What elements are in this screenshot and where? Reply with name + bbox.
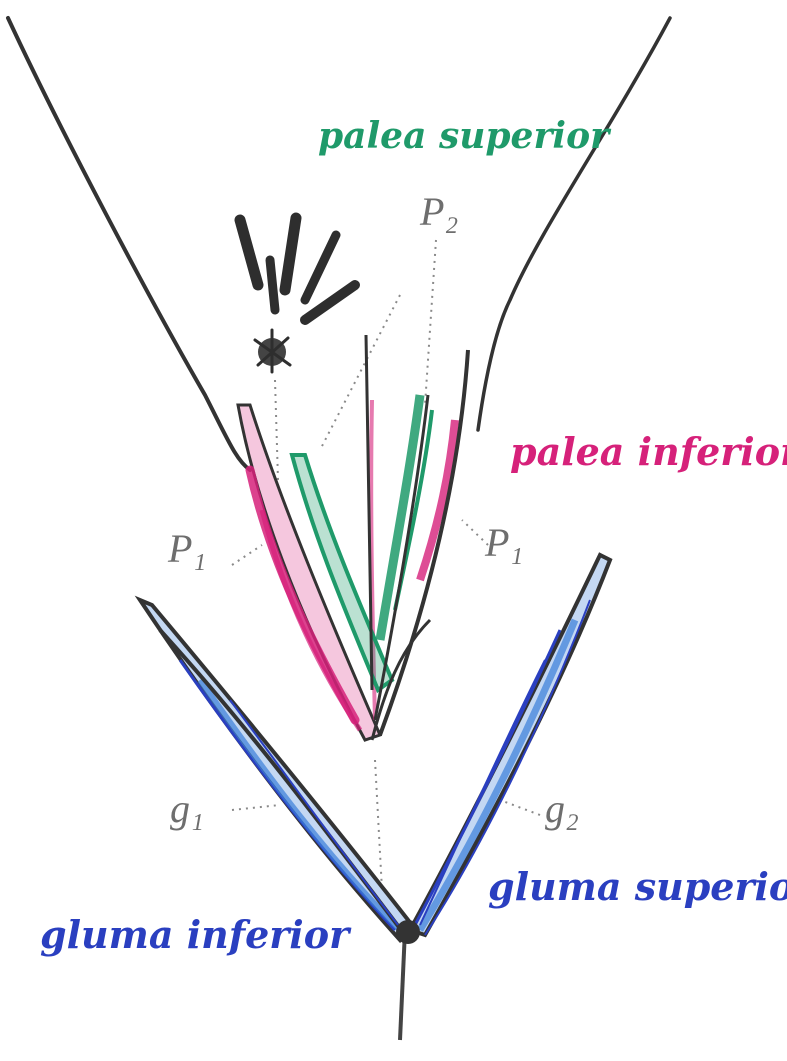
label-palea-superior: palea superior (318, 115, 612, 157)
label-gluma-inferior: gluma inferior (40, 912, 352, 957)
anther-cluster (240, 218, 355, 372)
outer-bract-left (8, 18, 250, 470)
stem (400, 930, 405, 1040)
code-g2: g₂ (545, 786, 579, 831)
code-g1: g₁ (170, 786, 204, 831)
label-gluma-superior: gluma superior (488, 864, 787, 909)
palea-inferior-shape (238, 350, 468, 740)
code-p2: P₂ (419, 189, 458, 234)
palea-superior-shape (292, 335, 432, 720)
spikelet-base (396, 920, 420, 944)
code-p1-left: P₁ (167, 526, 206, 571)
outer-bract-right (478, 18, 670, 430)
code-p1-right: P₁ (484, 520, 523, 565)
label-palea-inferior: palea inferior (510, 429, 787, 474)
